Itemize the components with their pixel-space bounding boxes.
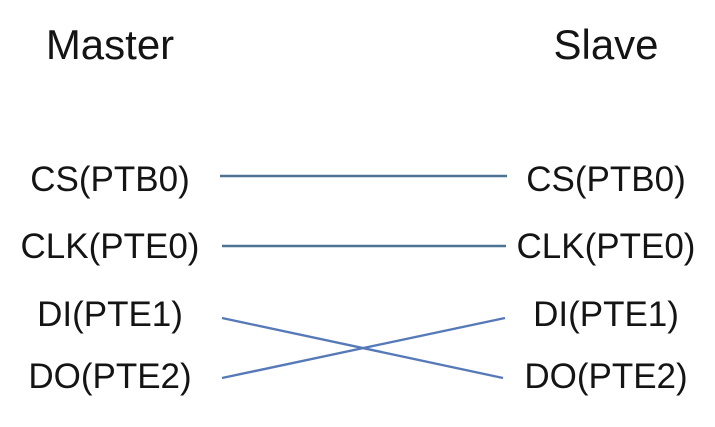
master-title: Master	[45, 21, 175, 68]
slave-pin-cs: CS(PTB0)	[526, 160, 686, 199]
master-pin-di: DI(PTE1)	[37, 295, 183, 334]
slave-title: Slave	[553, 21, 659, 68]
wire-di-to-do	[221, 316, 504, 380]
master-pin-cs: CS(PTB0)	[30, 160, 190, 199]
slave-pin-clk: CLK(PTE0)	[516, 227, 696, 266]
master-pin-do: DO(PTE2)	[28, 357, 192, 396]
wire-do-to-di	[221, 316, 506, 380]
slave-pin-di: DI(PTE1)	[533, 295, 679, 334]
slave-pin-do: DO(PTE2)	[524, 357, 688, 396]
master-pin-clk: CLK(PTE0)	[20, 227, 200, 266]
